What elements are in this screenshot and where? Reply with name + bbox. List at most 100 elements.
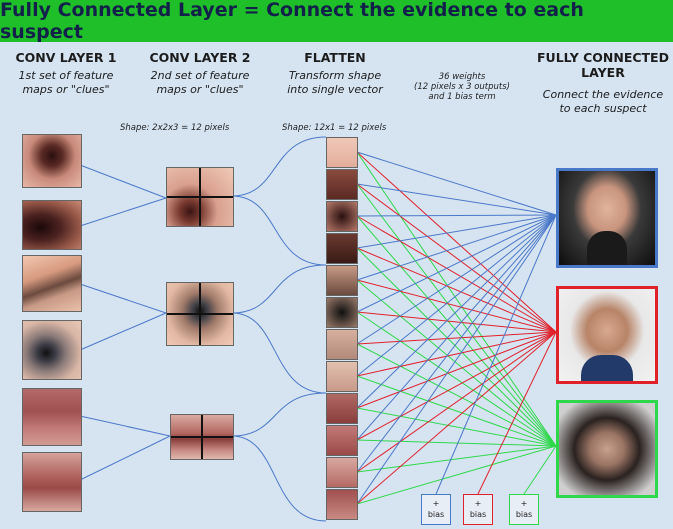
conv1-to-conv2-link — [79, 197, 167, 227]
conv1-title: CONV LAYER 1 — [15, 50, 117, 65]
fc-connection-line — [356, 331, 557, 505]
flatten-cell — [326, 201, 358, 232]
flatten-cell — [326, 425, 358, 456]
fc-connection-line — [356, 183, 557, 216]
fc-header: FULLY CONNECTED LAYER Connect the eviden… — [535, 50, 671, 116]
fc-connection-line — [356, 247, 557, 447]
flatten-subtitle-line2: into single vector — [287, 83, 383, 96]
weights-line1: 36 weights — [438, 72, 486, 82]
fc-connection-line — [356, 331, 557, 345]
bias-box-blue: + bias — [421, 494, 451, 525]
fc-connection-line — [356, 183, 557, 447]
bias-box-red: + bias — [463, 494, 493, 525]
flatten-cell — [326, 489, 358, 520]
fc-connection-line — [356, 214, 557, 217]
weights-line3: and 1 bias term — [428, 92, 496, 102]
bias-label: bias — [469, 510, 487, 519]
conv2-grid-nose — [166, 167, 234, 227]
bias-box-green: + bias — [509, 494, 539, 525]
fc-connection-line — [356, 214, 557, 377]
fc-connection-line — [356, 151, 557, 333]
weights-note: 36 weights (12 pixels x 3 outputs) and 1… — [402, 72, 522, 102]
bias-line-green — [523, 445, 557, 495]
fc-connection-line — [356, 215, 557, 333]
bias-plus: + — [520, 499, 528, 508]
conv1-patch-mouth-1 — [22, 388, 82, 446]
conv1-to-conv2-link — [79, 415, 171, 437]
banner-title: Fully Connected Layer = Connect the evid… — [0, 0, 584, 43]
flatten-title: FLATTEN — [304, 50, 366, 65]
fc-subtitle-line2: to each suspect — [559, 102, 647, 115]
flatten-cell — [326, 265, 358, 296]
conv2-header: CONV LAYER 2 2nd set of feature maps or … — [140, 50, 260, 97]
fc-connection-line — [356, 343, 557, 447]
flatten-bracket-top — [231, 264, 327, 314]
conv1-to-conv2-link — [79, 164, 167, 199]
fc-connection-line — [356, 214, 557, 281]
conv2-subtitle-line1: 2nd set of feature — [150, 69, 250, 82]
fc-connection-line — [356, 445, 557, 473]
conv1-patch-nose-2 — [22, 200, 82, 250]
flatten-cell — [326, 169, 358, 200]
suspect-1-suit — [587, 231, 627, 265]
suspect-3-photo — [556, 400, 658, 498]
fc-connection-line — [356, 331, 557, 377]
fc-connection-line — [356, 311, 557, 333]
bias-label: bias — [427, 510, 445, 519]
fc-connection-line — [356, 407, 557, 447]
weights-line2: (12 pixels x 3 outputs) — [414, 82, 510, 92]
flatten-cell — [326, 393, 358, 424]
conv1-patch-nose-1 — [22, 134, 82, 188]
title-banner: Fully Connected Layer = Connect the evid… — [0, 0, 673, 43]
fc-connection-line — [356, 151, 557, 447]
conv1-header: CONV LAYER 1 1st set of feature maps or … — [6, 50, 126, 97]
conv2-grid-mouth — [170, 414, 234, 460]
fc-connection-line — [356, 331, 557, 409]
bias-label: bias — [515, 510, 533, 519]
conv1-to-conv2-link — [79, 283, 167, 314]
conv1-to-conv2-link — [79, 312, 167, 351]
bias-line-red — [477, 331, 557, 495]
fc-connection-line — [356, 279, 557, 333]
fc-title-line2: LAYER — [581, 65, 625, 80]
flatten-bracket-bottom — [231, 312, 327, 394]
fc-connection-line — [356, 279, 557, 447]
fc-connection-line — [356, 183, 557, 333]
fc-connection-line — [356, 311, 557, 447]
conv1-to-conv2-link — [79, 435, 171, 481]
bias-plus: + — [474, 499, 482, 508]
suspect-2-jacket — [581, 355, 633, 381]
bias-line-blue — [435, 214, 557, 495]
fc-connection-line — [356, 214, 557, 505]
fc-connection-line — [356, 331, 557, 473]
fc-connection-line — [356, 247, 557, 333]
fc-connection-line — [356, 214, 557, 345]
fc-subtitle-line1: Connect the evidence — [542, 88, 664, 101]
fc-connection-line — [356, 214, 557, 441]
fc-title-line1: FULLY CONNECTED — [537, 50, 669, 65]
flatten-cell — [326, 329, 358, 360]
fc-connection-line — [356, 214, 557, 313]
flatten-cell — [326, 137, 358, 168]
conv2-title: CONV LAYER 2 — [149, 50, 251, 65]
flatten-cell — [326, 233, 358, 264]
suspect-2-photo — [556, 286, 658, 384]
flatten-bracket-bottom — [231, 435, 327, 522]
fc-connection-line — [356, 445, 557, 505]
flatten-shape: Shape: 12x1 = 12 pixels — [282, 123, 387, 133]
flatten-cell — [326, 457, 358, 488]
fc-connection-line — [356, 331, 557, 441]
conv1-subtitle-line2: maps or "clues" — [22, 83, 110, 96]
fc-connection-line — [356, 215, 557, 447]
conv1-patch-mouth-2 — [22, 452, 82, 512]
flatten-bracket-top — [231, 136, 327, 197]
flatten-cell — [326, 297, 358, 328]
conv2-grid-eye — [166, 282, 234, 346]
fc-connection-line — [356, 151, 557, 216]
suspect-1-photo — [556, 168, 658, 268]
fc-connection-line — [356, 439, 557, 447]
fc-connection-line — [356, 214, 557, 249]
bias-plus: + — [432, 499, 440, 508]
conv1-patch-eye-2 — [22, 320, 82, 380]
conv2-subtitle-line2: maps or "clues" — [156, 83, 244, 96]
